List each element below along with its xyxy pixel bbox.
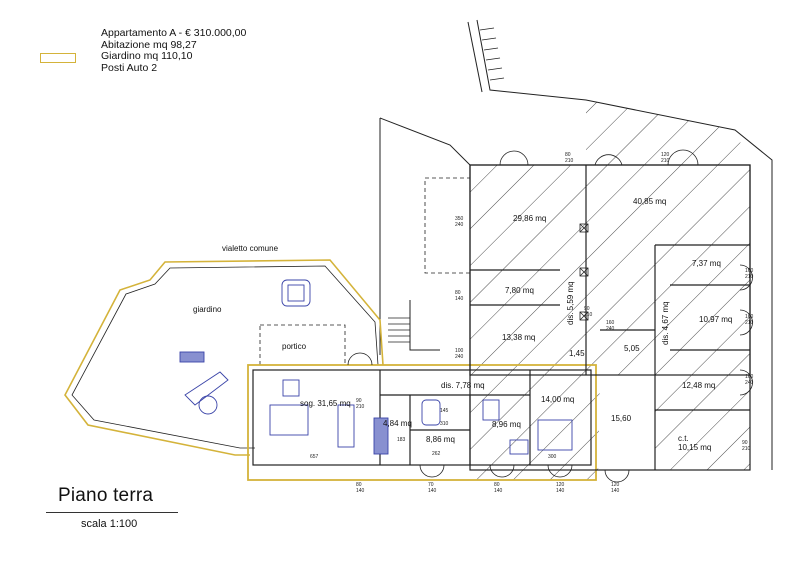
dim-tag: 140 <box>494 488 503 494</box>
label-camera-3: 14,00 mq <box>541 395 574 404</box>
dim-tag: 120 <box>611 482 620 488</box>
label-7-37: 7,37 mq <box>692 259 721 268</box>
title-divider <box>46 512 178 513</box>
north-building-walls <box>469 164 751 471</box>
dim-tag: 300 <box>548 454 557 460</box>
page-title: Piano terra <box>58 485 154 506</box>
label-vialetto: vialetto comune <box>222 244 279 253</box>
dim-tag: 140 <box>428 488 437 494</box>
portico-outline <box>259 324 346 366</box>
dim-tag: 210 <box>584 312 593 318</box>
dim-tag: 240 <box>455 354 464 360</box>
dim-tag: 80 <box>494 482 500 488</box>
hatched-area <box>470 100 750 480</box>
dim-tag: 210 <box>745 274 754 280</box>
legend-price: Appartamento A - € 310.000,00 <box>101 27 247 39</box>
dim-tag: 140 <box>356 488 365 494</box>
label-bagno: 4,84 mq <box>383 419 412 428</box>
dim-tag: 240 <box>745 380 754 386</box>
label-10-15: 10,15 mq <box>678 443 711 452</box>
stairs-mid <box>388 317 410 343</box>
dim-tag: 210 <box>565 158 574 164</box>
furniture <box>179 279 573 455</box>
dim-tag: 80 <box>455 290 461 296</box>
legend-giardino: Giardino mq 110,10 <box>101 50 193 62</box>
dim-tag: 183 <box>397 437 406 443</box>
label-40-85: 40,85 mq <box>633 197 666 206</box>
dim-tag: 210 <box>661 158 670 164</box>
label-10-97: 10,97 mq <box>699 315 732 324</box>
label-13-38: 13,38 mq <box>502 333 535 342</box>
label-dis-2: dis. 5,59 mq <box>566 281 575 325</box>
dim-tag: 262 <box>432 451 441 457</box>
apartment-a-outline <box>247 364 597 481</box>
label-15-60: 15,60 <box>611 414 632 423</box>
label-1-45: 1,45 <box>569 349 585 358</box>
dim-tag: 657 <box>310 454 319 460</box>
label-camera-2: 8,96 mq <box>492 420 521 429</box>
label-dis-1: dis. 7,78 mq <box>441 381 485 390</box>
label-camera-1: 8,86 mq <box>426 435 455 444</box>
scale-label: scala 1:100 <box>81 518 138 530</box>
legend-abitazione: Abitazione mq 98,27 <box>101 38 197 51</box>
dim-tag: 80 <box>356 482 362 488</box>
label-12-48: 12,48 mq <box>682 381 715 390</box>
label-29-86: 29,86 mq <box>513 214 546 223</box>
dim-tag: 310 <box>440 421 449 427</box>
dim-tag: 70 <box>428 482 434 488</box>
label-7-80: 7,80 mq <box>505 286 534 295</box>
dim-tag: 100 <box>455 348 464 354</box>
dim-tag: 240 <box>455 222 464 228</box>
dim-tag: 240 <box>606 326 615 332</box>
dim-tag: 140 <box>455 296 464 302</box>
dim-tag: 160 <box>745 314 754 320</box>
dim-tag: 160 <box>745 374 754 380</box>
dim-tag: 210 <box>356 404 365 410</box>
dim-tag: 120 <box>556 482 565 488</box>
legend-posti-auto: Posti Auto 2 <box>101 61 158 74</box>
site-boundary <box>379 19 773 470</box>
label-portico: portico <box>282 342 307 351</box>
label-ct: c.t. <box>678 434 689 443</box>
dim-tag: 120 <box>661 152 670 158</box>
dim-tag: 140 <box>611 488 620 494</box>
dim-tag: 80 <box>565 152 571 158</box>
dim-tag: 160 <box>606 320 615 326</box>
garden-boundary <box>64 259 384 456</box>
label-5-05: 5,05 <box>624 344 640 353</box>
dim-tag: 210 <box>745 320 754 326</box>
dim-tag: 350 <box>455 216 464 222</box>
dim-tag: 140 <box>556 488 565 494</box>
dim-tag: 90 <box>584 306 590 312</box>
legend-swatch <box>40 53 76 63</box>
dim-tag: 160 <box>745 268 754 274</box>
dim-tag: 145 <box>440 408 449 414</box>
stairs-top <box>479 27 505 81</box>
door-swings <box>347 149 753 483</box>
label-giardino: giardino <box>193 305 222 314</box>
label-dis-3: dis. 4,67 mq <box>661 301 670 345</box>
label-soggiorno: sog. 31,65 mq <box>300 399 351 408</box>
dim-tag: 90 <box>742 440 748 446</box>
shaft-markers <box>579 223 589 321</box>
dim-tag: 90 <box>356 398 362 404</box>
dim-tag: 210 <box>742 446 751 452</box>
